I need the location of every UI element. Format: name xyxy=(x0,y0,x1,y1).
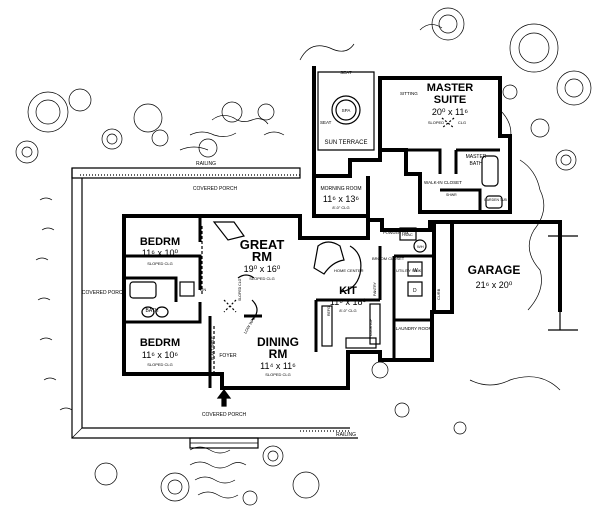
morning-room-dims: 11⁶ x 13⁶ xyxy=(323,194,360,204)
pantry-label: PANTRY xyxy=(373,281,377,296)
tree-icon xyxy=(555,149,577,171)
kit-label: KIT xyxy=(339,285,357,297)
tree-icon xyxy=(221,101,243,123)
washer-icon xyxy=(407,261,423,277)
entry-arrow-icon xyxy=(216,389,232,407)
master-bath-label: BATH xyxy=(470,161,483,167)
master-suite-dims: 20⁰ x 11⁶ xyxy=(432,107,468,117)
tree-icon xyxy=(431,7,465,41)
spa-label: SPA xyxy=(342,108,351,113)
great-rm-label: GREAT xyxy=(240,237,285,252)
refg-label: REFG xyxy=(327,306,331,316)
bedrm-dims: 11⁶ x 10⁰ xyxy=(142,248,179,258)
sitting-label: SITTING xyxy=(400,91,418,96)
spa-icon xyxy=(331,95,361,125)
hvac-icon xyxy=(399,227,417,241)
broom-closet-label: BROOM CLOSET xyxy=(372,256,405,261)
plant-shelf-label: PLANT SHELF xyxy=(211,337,215,360)
great-rm-label: RM xyxy=(252,249,272,264)
tree-icon xyxy=(262,445,284,467)
home-center-label: HOME CENTER xyxy=(334,268,364,273)
curb-label: CURB xyxy=(436,288,441,300)
shower-label: SHWR xyxy=(446,193,457,197)
seat-label: SEAT xyxy=(340,70,352,75)
garage-dims: 21⁶ x 20⁰ xyxy=(476,280,513,290)
washer-label: W xyxy=(413,268,418,274)
tree-icon xyxy=(133,103,163,133)
tree-icon xyxy=(94,462,118,486)
great-rm-dims: 19⁰ x 16⁰ xyxy=(244,264,281,274)
bath-label: BATH xyxy=(146,308,159,314)
bedrm-label: BEDRM xyxy=(140,236,180,248)
tree-icon xyxy=(257,103,275,121)
linen-label: LIN xyxy=(200,287,206,292)
sink-icon xyxy=(155,306,169,318)
tree-icon xyxy=(15,140,39,164)
kit-note: 8'-0" CLG xyxy=(339,308,356,313)
sloped-clg-label: SLOPED CLG xyxy=(238,278,242,301)
tree-icon xyxy=(160,472,190,502)
garden-tub-label: GARDEN TUB xyxy=(484,198,508,202)
home-center-icon xyxy=(313,241,345,275)
foyer-label: FOYER xyxy=(219,353,237,359)
morning-room-note: 8'-0" CLG xyxy=(332,205,349,210)
walk-in-closet-label: WALK-IN CLOSET xyxy=(424,180,462,185)
water-heater-icon xyxy=(413,239,427,253)
tree-icon xyxy=(509,23,559,73)
sun-terrace-label: SUN TERRACE xyxy=(325,140,368,146)
dining-rm-dims: 11⁴ x 11⁶ xyxy=(260,361,296,371)
covered-porch-label: COVERED PORCH xyxy=(193,186,238,192)
kit-dims: 11⁶ x 18⁰ xyxy=(330,297,367,307)
covered-porch-label: COVERED PORCH xyxy=(202,412,247,418)
dining-rm-label: DINING xyxy=(257,335,299,349)
seat-side-label: SEAT xyxy=(320,120,332,125)
dining-rm-label: RM xyxy=(269,347,288,361)
laundry-label: LAUNDRY ROOM xyxy=(396,326,433,331)
bedrm-note: SLOPED CLG xyxy=(147,362,173,367)
morning-room-label: MORNING ROOM xyxy=(320,186,361,192)
wh-label: WH xyxy=(417,244,424,249)
clg-note: CLG xyxy=(458,120,466,125)
railing-bottom-label: RAILING xyxy=(336,432,356,438)
hvac-label: HVAC xyxy=(402,232,413,237)
sloped-note: SLOPED xyxy=(428,120,444,125)
bathtub-icon xyxy=(129,281,157,299)
railing-top-label: RAILING xyxy=(196,161,216,167)
master-suite-label: SUITE xyxy=(434,94,466,106)
fixtures xyxy=(80,95,503,432)
dining-rm-note: SLOPED CLG xyxy=(265,372,291,377)
tree-icon xyxy=(27,91,69,133)
interior-walls xyxy=(124,148,500,388)
bedrm-label: BEDRM xyxy=(140,337,180,349)
fireplace-icon xyxy=(212,221,246,241)
cooktop-label: COOKTOP xyxy=(369,318,373,336)
tree-icon xyxy=(556,70,592,106)
master-bath-label: MASTER xyxy=(466,154,487,160)
master-suite-label: MASTER xyxy=(427,82,474,94)
room-labels: MASTER SUITE 20⁰ x 11⁶ SLOPED CLG SITTIN… xyxy=(82,70,520,438)
house-walls xyxy=(122,66,578,390)
tree-icon xyxy=(68,88,92,112)
porch-outline xyxy=(71,167,358,449)
garage-label: GARAGE xyxy=(468,263,521,277)
landscaping xyxy=(15,7,592,506)
utility-sink-label: UTILITY SINK xyxy=(396,268,422,273)
tree-icon xyxy=(198,138,218,158)
tree-icon xyxy=(101,128,123,150)
powder-rm-label: POWDER RM xyxy=(383,230,408,235)
bedrm-note: SLOPED CLG xyxy=(147,261,173,266)
bedrm-dims: 11⁶ x 10⁶ xyxy=(142,350,179,360)
dryer-label: D xyxy=(413,288,417,294)
tub-icon xyxy=(481,155,499,187)
sink-icon xyxy=(141,306,155,318)
tree-icon xyxy=(292,471,320,499)
great-rm-note: SLOPED CLG xyxy=(249,276,275,281)
covered-porch-label: COVERED PORCH xyxy=(82,290,127,296)
dryer-icon xyxy=(407,281,423,297)
